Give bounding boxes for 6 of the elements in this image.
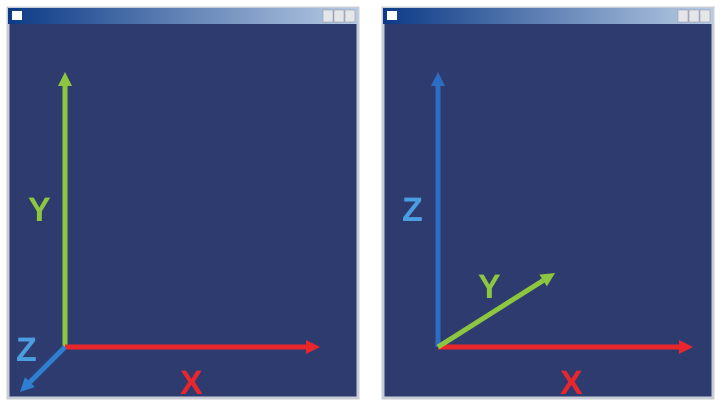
axis-label: Y — [28, 193, 51, 227]
axis-label: Z — [16, 333, 37, 367]
axis-label: X — [180, 366, 203, 400]
axis-label: Z — [402, 193, 423, 227]
axis-label: X — [560, 366, 583, 400]
axis-label: Y — [478, 270, 501, 304]
